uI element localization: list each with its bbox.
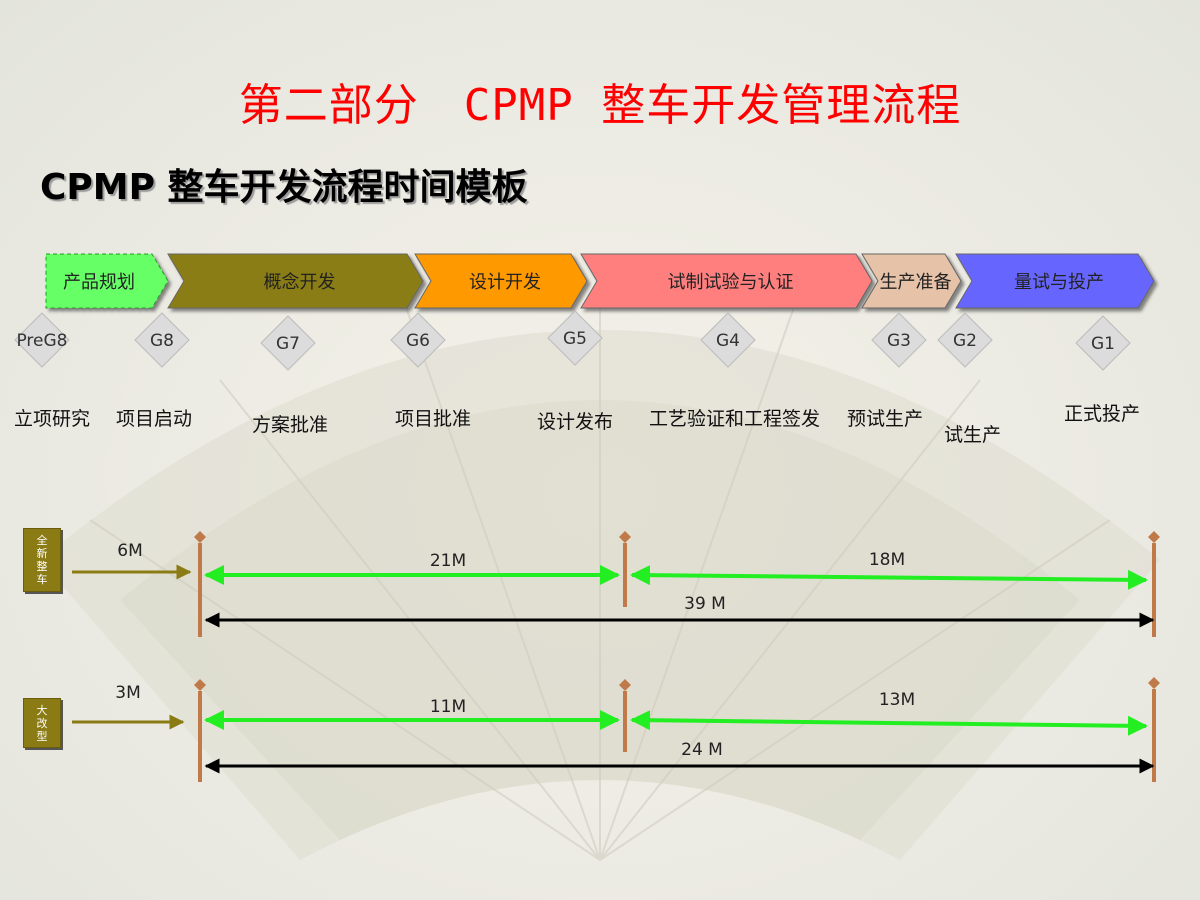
gate-label: G6 bbox=[406, 331, 430, 351]
segment-duration-label: 21M bbox=[430, 551, 466, 571]
gate-label: PreG8 bbox=[16, 331, 67, 351]
gate-diamond bbox=[700, 312, 756, 368]
gate-diamond bbox=[14, 312, 70, 368]
gate-label: G4 bbox=[716, 331, 740, 351]
milestone-label: 预试生产 bbox=[847, 408, 924, 430]
phase-label: 生产准备 bbox=[880, 272, 952, 293]
timeline-type-label: 全新整车 bbox=[23, 528, 61, 592]
phase-label: 产品规划 bbox=[63, 272, 135, 293]
segment-duration-label: 18M bbox=[869, 550, 905, 570]
phase-label: 量试与投产 bbox=[1014, 272, 1104, 293]
milestone-post-cap bbox=[619, 679, 631, 691]
gate-label: G1 bbox=[1091, 334, 1115, 354]
total-duration-label: 24 M bbox=[681, 740, 723, 760]
milestone-post-cap bbox=[1148, 531, 1160, 543]
segment-duration-label: 11M bbox=[430, 697, 466, 717]
gate-diamond bbox=[547, 310, 603, 366]
page-title: 第二部分 CPMP 整车开发管理流程 bbox=[238, 80, 962, 131]
segment-duration-arrow bbox=[630, 710, 1148, 736]
phase-chevron bbox=[45, 253, 169, 309]
timeline-type-label: 大改型 bbox=[23, 698, 61, 748]
phase-chevron bbox=[167, 253, 424, 309]
phase-chevron bbox=[861, 253, 962, 309]
phase-label: 设计开发 bbox=[469, 272, 541, 293]
gate-diamond bbox=[871, 312, 927, 368]
milestone-label: 项目启动 bbox=[116, 408, 193, 430]
milestone-label: 试生产 bbox=[944, 424, 1002, 446]
gate-diamond bbox=[1075, 315, 1131, 371]
milestone-label: 项目批准 bbox=[395, 408, 472, 430]
phase-chevron bbox=[414, 253, 588, 309]
milestone-label: 立项研究 bbox=[14, 408, 91, 430]
gate-label: G7 bbox=[276, 334, 300, 354]
gate-diamond bbox=[937, 312, 993, 368]
milestone-label: 方案批准 bbox=[252, 414, 329, 436]
segment-duration-arrow bbox=[630, 565, 1148, 590]
gate-diamond bbox=[390, 312, 446, 368]
milestone-label: 设计发布 bbox=[537, 411, 614, 433]
milestone-post-cap bbox=[619, 531, 631, 543]
gate-diamond bbox=[134, 312, 190, 368]
milestone-label: 正式投产 bbox=[1064, 403, 1141, 425]
gate-label: G8 bbox=[150, 331, 174, 351]
milestone-label: 工艺验证和工程签发 bbox=[649, 408, 821, 430]
lead-duration-label: 6M bbox=[117, 541, 142, 561]
phase-chevron bbox=[955, 253, 1155, 309]
gate-label: G3 bbox=[887, 331, 911, 351]
phase-label: 概念开发 bbox=[264, 271, 336, 293]
gate-diamond bbox=[260, 315, 316, 371]
gate-label: G2 bbox=[953, 331, 977, 351]
milestone-post-cap bbox=[1148, 677, 1160, 689]
phase-label: 试制试验与认证 bbox=[668, 272, 794, 293]
segment-duration-label: 13M bbox=[879, 690, 915, 710]
total-duration-label: 39 M bbox=[684, 594, 726, 614]
phase-chevron bbox=[580, 253, 873, 309]
milestone-post-cap bbox=[194, 679, 206, 691]
lead-duration-label: 3M bbox=[115, 683, 140, 703]
gate-label: G5 bbox=[563, 329, 587, 349]
page-subtitle: CPMP 整车开发流程时间模板 bbox=[40, 167, 528, 208]
milestone-post-cap bbox=[194, 531, 206, 543]
phase-bar: 产品规划 概念开发 设计开发 试制试验与认证 生产准备 量试与投产 PreG8 G8 G7 G6… bbox=[14, 253, 1155, 371]
